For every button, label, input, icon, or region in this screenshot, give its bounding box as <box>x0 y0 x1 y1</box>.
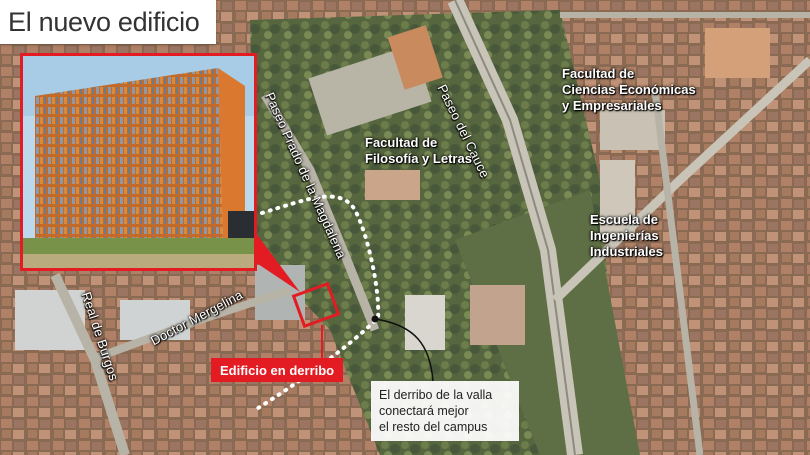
road-diagonal <box>551 56 810 304</box>
green-strip <box>455 190 640 455</box>
road-doctor-mergelina <box>88 286 292 364</box>
campus-building <box>387 25 443 90</box>
building-photo-inset <box>20 53 257 271</box>
note-line: conectará mejor <box>379 404 469 418</box>
page-title: El nuevo edificio <box>8 6 200 37</box>
campus-note-box: El derribo de la valla conectará mejor e… <box>371 381 519 441</box>
campus-building <box>470 285 525 345</box>
campus-building <box>600 110 665 150</box>
road-paseo-prado <box>261 92 380 332</box>
building-photo <box>23 56 254 268</box>
building-highlight <box>291 281 341 329</box>
road-east <box>651 89 704 455</box>
note-line: El derribo de la valla <box>379 388 493 402</box>
note-line: el resto del campus <box>379 420 488 434</box>
note-connector <box>374 318 434 382</box>
campus-building <box>365 170 420 200</box>
road-real-burgos <box>50 272 130 455</box>
title-box: El nuevo edificio <box>0 0 216 44</box>
label-facultad-filosofia: Facultad de Filosofía y Letras <box>365 135 472 166</box>
campus-building <box>405 295 445 350</box>
building-demolition-badge: Edificio en derribo <box>211 358 344 382</box>
campus-building <box>705 28 770 78</box>
label-escuela-ingenierias: Escuela de Ingenierías Industriales <box>590 212 663 259</box>
campus-building <box>600 160 635 235</box>
note-point-marker <box>371 315 379 323</box>
label-facultad-economicas: Facultad de Ciencias Económicas y Empres… <box>562 66 696 113</box>
road-paseo-cauce-median <box>454 0 576 455</box>
inset-pointer <box>255 232 300 292</box>
